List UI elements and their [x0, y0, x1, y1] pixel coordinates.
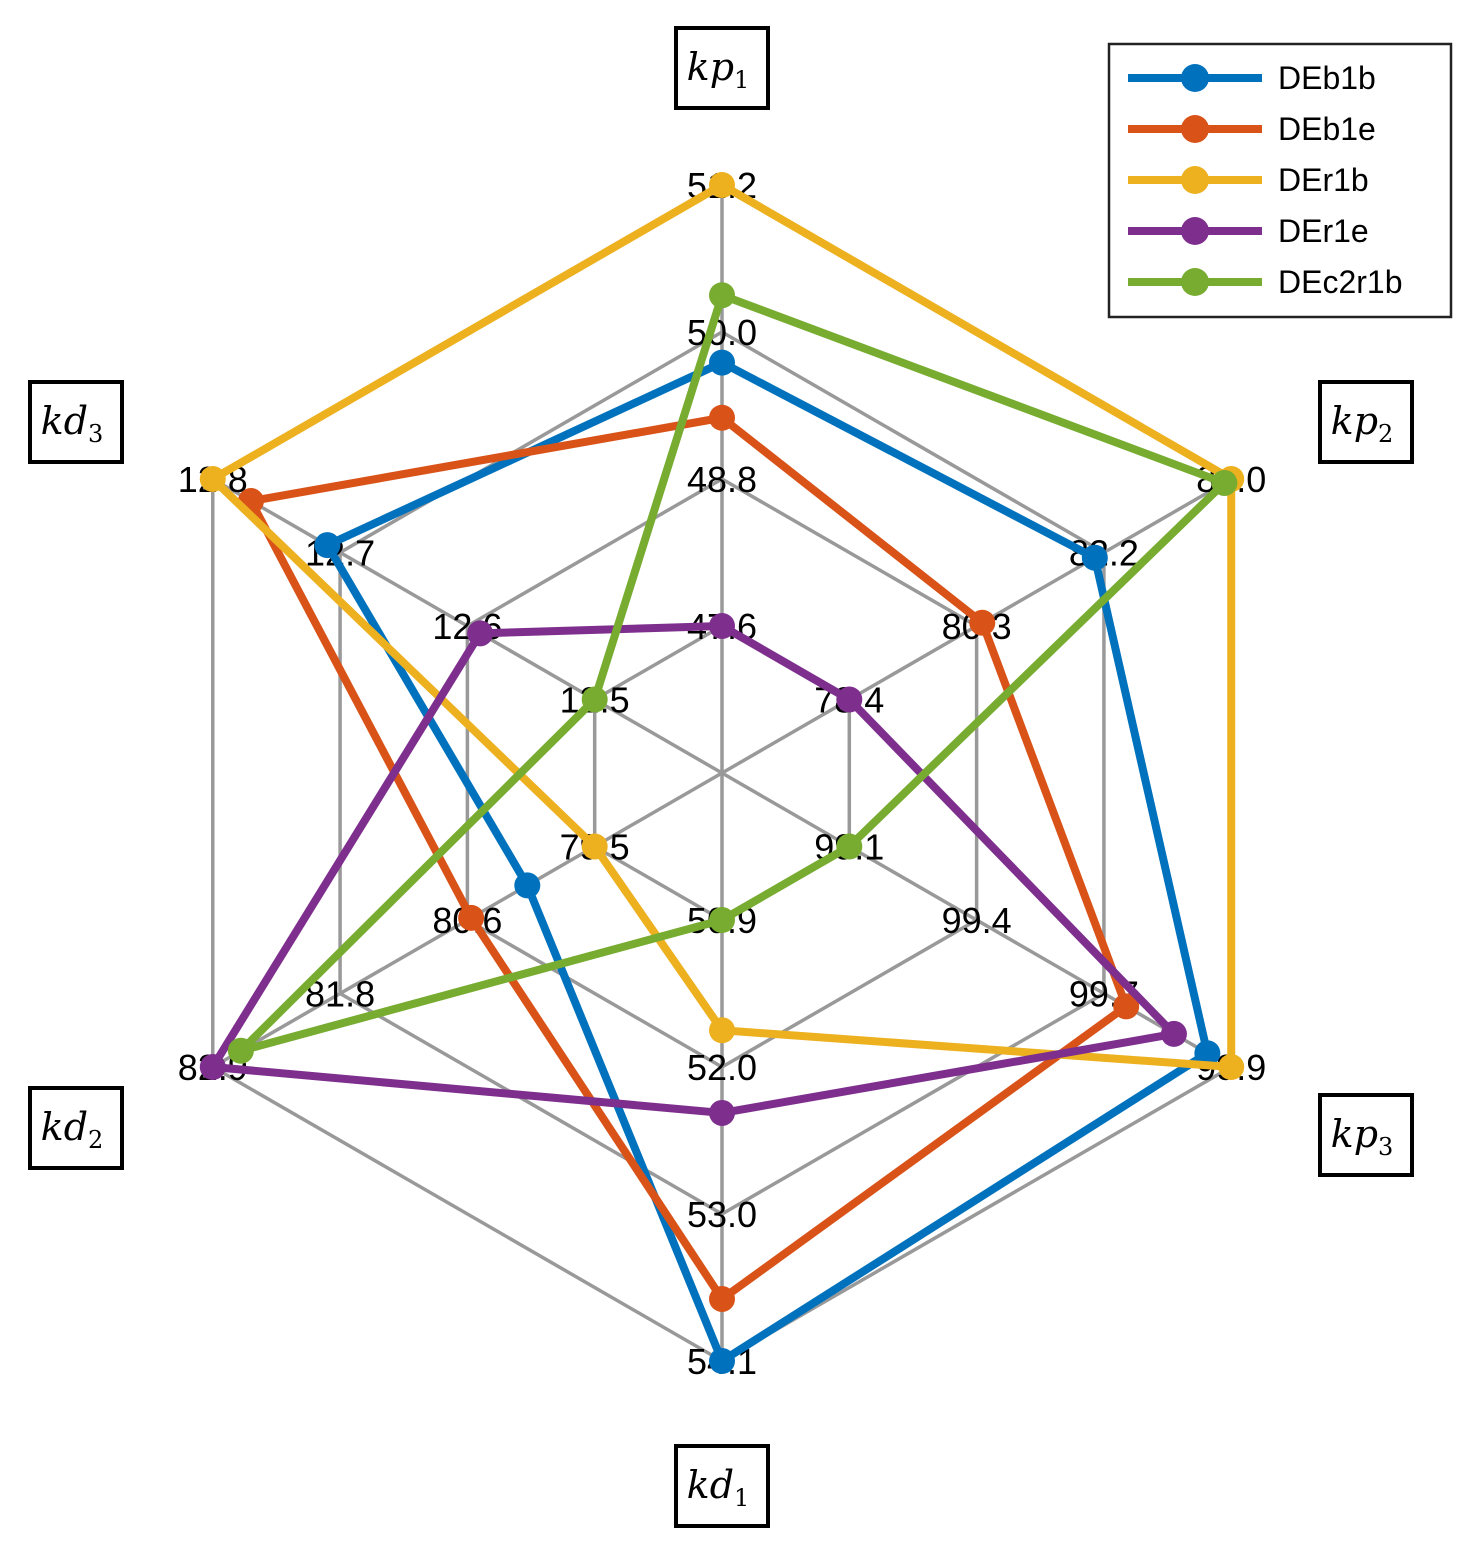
legend-label: DEr1e [1278, 213, 1369, 249]
data-point [836, 833, 863, 860]
legend-marker [1181, 115, 1209, 143]
series-layer [199, 172, 1245, 1374]
axis-name-box [28, 1086, 124, 1170]
legend-entry-DEc2r1b: DEc2r1b [1128, 264, 1403, 300]
axis-name-box [1318, 380, 1414, 464]
data-point [1194, 1040, 1221, 1067]
series-DEc2r1b [227, 282, 1238, 1064]
legend-entry-DEb1b: DEb1b [1128, 60, 1376, 96]
grid-spoke-6 [211, 477, 723, 775]
legend-entry-DEb1e: DEb1e [1128, 111, 1376, 147]
axis-name-box [28, 380, 124, 464]
legend-marker [1181, 217, 1209, 245]
data-point [709, 907, 735, 933]
axis-name-kp2: kp2 [1318, 380, 1414, 464]
axis-name-box [1318, 1093, 1414, 1177]
series-DEr1e [199, 613, 1187, 1126]
tick-label: 53.0 [687, 1194, 757, 1235]
axis-name-kp1: kp1 [674, 26, 770, 110]
axis-name-text: kd3 [41, 399, 104, 448]
axis-name-kp3: kp3 [1318, 1093, 1414, 1177]
data-point [709, 613, 735, 639]
legend-entry-DEr1e: DEr1e [1128, 213, 1369, 249]
tick-label: 12.6 [432, 606, 502, 647]
data-point [709, 1099, 735, 1126]
legend-label: DEb1b [1278, 60, 1376, 96]
grid-spoke-3 [721, 771, 1233, 1069]
tick-label: 99.4 [942, 900, 1012, 941]
data-point [458, 904, 485, 931]
legend-marker [1181, 268, 1209, 296]
data-point [581, 833, 608, 860]
data-point [199, 466, 226, 492]
series-DEb1e [237, 404, 1140, 1312]
axis-name-text: kd2 [41, 1105, 104, 1154]
axis-name-kd2: kd2 [28, 1086, 124, 1170]
axis-name-text: kp2 [1331, 399, 1394, 448]
tick-label: 52.0 [687, 1047, 757, 1088]
data-point [514, 872, 541, 899]
data-point [709, 1285, 735, 1312]
data-point [581, 686, 608, 713]
data-point [709, 404, 735, 431]
axis-name-box [674, 26, 770, 110]
axis-names: kp1 kp2 kp3 kd1 kd2 kd3 [28, 26, 1414, 1528]
data-point [1218, 1054, 1245, 1080]
data-point [709, 1017, 735, 1044]
axis-name-text: kd1 [687, 1463, 750, 1512]
axis-name-kd1: kd1 [674, 1444, 770, 1528]
legend-label: DEr1b [1278, 162, 1369, 198]
data-point [836, 686, 863, 713]
legend-label: DEb1e [1278, 111, 1376, 147]
legend-marker [1181, 64, 1209, 92]
legend-label: DEc2r1b [1278, 264, 1403, 300]
data-point [227, 1037, 254, 1064]
axis-name-kd3: kd3 [28, 380, 124, 464]
data-point [709, 349, 735, 376]
tick-labels: 47.648.850.051.278.480.382.284.099.199.4… [178, 165, 1267, 1382]
data-point [1211, 469, 1238, 496]
series-DEb1b [314, 349, 1221, 1374]
data-point [314, 532, 341, 559]
data-point [709, 1348, 735, 1374]
data-point [1113, 993, 1140, 1020]
legend-marker [1181, 166, 1209, 194]
data-point [709, 282, 735, 309]
tick-label: 48.8 [687, 459, 757, 500]
axis-name-box [674, 1444, 770, 1528]
data-point [969, 609, 996, 636]
data-point [467, 620, 494, 647]
axis-name-text: kp3 [1331, 1112, 1394, 1161]
data-point [1160, 1020, 1187, 1047]
legend-entry-DEr1b: DEr1b [1128, 162, 1369, 198]
data-point [1081, 544, 1108, 571]
tick-label: 50.0 [687, 312, 757, 353]
axis-name-text: kp1 [687, 45, 750, 94]
data-point [709, 172, 735, 198]
data-point [199, 1054, 226, 1080]
